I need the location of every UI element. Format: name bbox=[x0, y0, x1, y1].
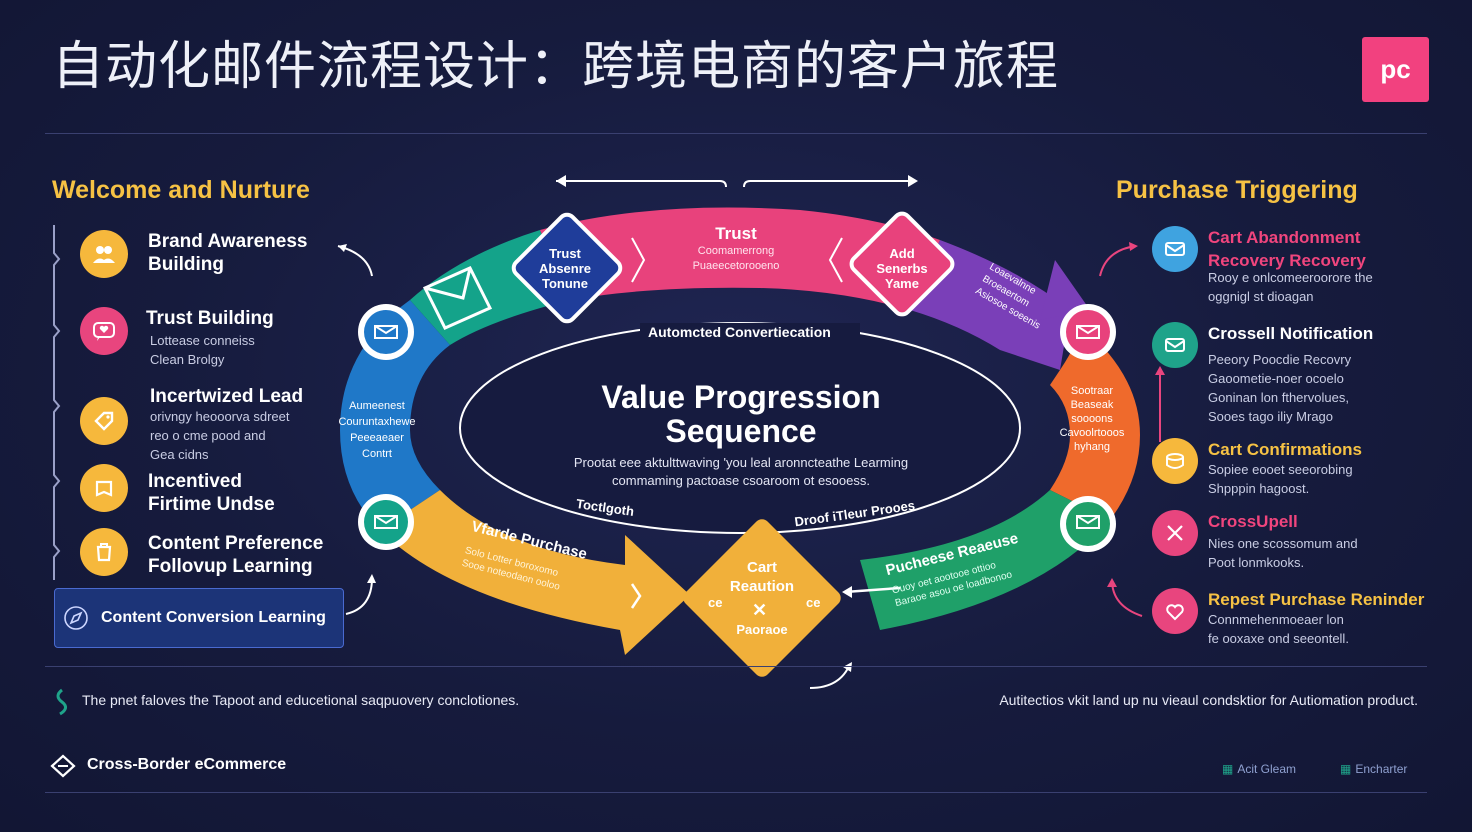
right-item-desc: Peeory Poocdie Recovry Gaoometie-noer oc… bbox=[1208, 352, 1352, 424]
footer-divider-top bbox=[45, 666, 1427, 667]
footer-note-left: The pnet faloves the Tapoot and educetio… bbox=[82, 692, 520, 708]
compass-icon bbox=[64, 606, 88, 630]
right-arrow-down-icon bbox=[1107, 578, 1143, 617]
orange-band-text: Sootraar Beaseak soooons Cavoolrtooos hy… bbox=[1059, 385, 1125, 453]
left-band-text: Aumeenest Couruntaxhewe Peeeaeaer Contrt bbox=[338, 400, 416, 460]
center-title-line1: Value Progression bbox=[601, 379, 881, 415]
right-item-title: Cart Abandonment Recovery Recovery bbox=[1208, 228, 1366, 270]
grid-icon: ▦ bbox=[1340, 762, 1352, 776]
center-title: Value Progression Sequence bbox=[540, 380, 942, 448]
brand-logo[interactable]: pc bbox=[1362, 37, 1429, 102]
squiggle-icon bbox=[56, 688, 67, 716]
left-arrow-curve-icon bbox=[337, 244, 373, 277]
trash-bag-icon bbox=[80, 528, 128, 576]
cart-diamond-label: Cart Reaution bbox=[729, 559, 795, 595]
right-item-title: Cart Confirmations bbox=[1208, 440, 1362, 459]
envelope-icon bbox=[1152, 226, 1198, 272]
right-item-title: Crossell Notification bbox=[1208, 324, 1374, 343]
right-vertical-arrow-icon bbox=[1155, 366, 1165, 442]
brand-icon bbox=[50, 754, 76, 778]
header-divider bbox=[45, 133, 1427, 134]
chat-heart-icon bbox=[80, 307, 128, 355]
center-desc: Prootat eee aktulttwaving 'you leal aron… bbox=[500, 454, 982, 490]
grid-icon: ▦ bbox=[1222, 762, 1234, 776]
right-item-title: CrossUpell bbox=[1208, 512, 1298, 531]
cross-arrows-icon bbox=[1152, 510, 1198, 556]
add-diamond-label: Add Senerbs Yame bbox=[876, 246, 928, 291]
right-item-desc: Sopiee eooet seeorobing Shpppin hagoost. bbox=[1208, 462, 1353, 496]
left-item-title: Brand Awareness Building bbox=[148, 231, 308, 275]
left-bracket-line bbox=[53, 225, 61, 580]
envelope-icon bbox=[1152, 322, 1198, 368]
trust-diamond-label: Trust Absenre Tonune bbox=[538, 246, 592, 291]
automated-conversion-label: Automcted Convertiecation bbox=[648, 324, 831, 340]
center-title-line2: Sequence bbox=[665, 413, 817, 449]
left-arrow-up-icon bbox=[345, 574, 376, 615]
stack-icon bbox=[1152, 438, 1198, 484]
heart-icon bbox=[1152, 588, 1198, 634]
left-item-title: Content Preference Follovup Learning bbox=[148, 533, 324, 577]
tag-icon bbox=[80, 397, 128, 445]
footer-link-1-label: Acit Gleam bbox=[1237, 762, 1297, 776]
people-icon bbox=[80, 230, 128, 278]
right-item-desc: Nies one scossomum and Poot lonmkooks. bbox=[1208, 536, 1358, 570]
right-item-title: Repest Purchase Reninder bbox=[1208, 590, 1425, 609]
center-desc-line2: commaming pactoase csoaroom ot esooess. bbox=[612, 473, 870, 488]
cart-cross-icon: ✕ bbox=[752, 600, 768, 620]
value-progression-ring bbox=[340, 175, 1140, 689]
gift-icon bbox=[80, 464, 128, 512]
left-item-title: Trust Building bbox=[146, 308, 274, 329]
cart-left-label: ce bbox=[708, 595, 723, 610]
trust-band-title: Trust bbox=[715, 224, 757, 243]
content-conversion-label: Content Conversion Learning bbox=[101, 609, 326, 626]
cart-bottom-label: Paoraoe bbox=[736, 622, 788, 637]
page-title: 自动化邮件流程设计：跨境电商的客户旅程 bbox=[52, 37, 1060, 97]
footer-link-2[interactable]: ▦ Encharter bbox=[1340, 762, 1407, 776]
cart-right-label: ce bbox=[806, 595, 821, 610]
content-conversion-button[interactable]: Content Conversion Learning bbox=[54, 588, 344, 648]
left-item-desc: Lottease conneiss Clean Brolgy bbox=[150, 333, 255, 367]
left-item-desc: orivngy heooorva sdreet reo o cme pood a… bbox=[150, 409, 290, 462]
right-item-desc: Connmehenmoeaer lon fe ooxaxe ond seeont… bbox=[1208, 612, 1349, 646]
center-desc-line1: Prootat eee aktulttwaving 'you leal aron… bbox=[573, 455, 909, 470]
left-item-title: Incentived Firtime Undse bbox=[148, 471, 275, 515]
footer-note-right: Autitectios vkit land up nu vieaul conds… bbox=[999, 692, 1418, 708]
footer-brand: Cross-Border eCommerce bbox=[87, 756, 287, 773]
right-arrow-up-icon bbox=[1099, 242, 1138, 277]
footer-link-2-label: Encharter bbox=[1355, 762, 1408, 776]
left-item-title: Incertwized Lead bbox=[150, 386, 304, 407]
right-item-desc: Rooy e onlcomeeroorore the oggnigl st di… bbox=[1208, 270, 1373, 304]
footer-link-1[interactable]: ▦ Acit Gleam bbox=[1222, 762, 1296, 776]
right-section-heading: Purchase Triggering bbox=[1116, 176, 1358, 204]
left-section-heading: Welcome and Nurture bbox=[52, 176, 310, 204]
trust-band-desc: Coomamerrong Puaeecetorooeno bbox=[692, 245, 780, 272]
footer-divider-bottom bbox=[45, 792, 1427, 793]
